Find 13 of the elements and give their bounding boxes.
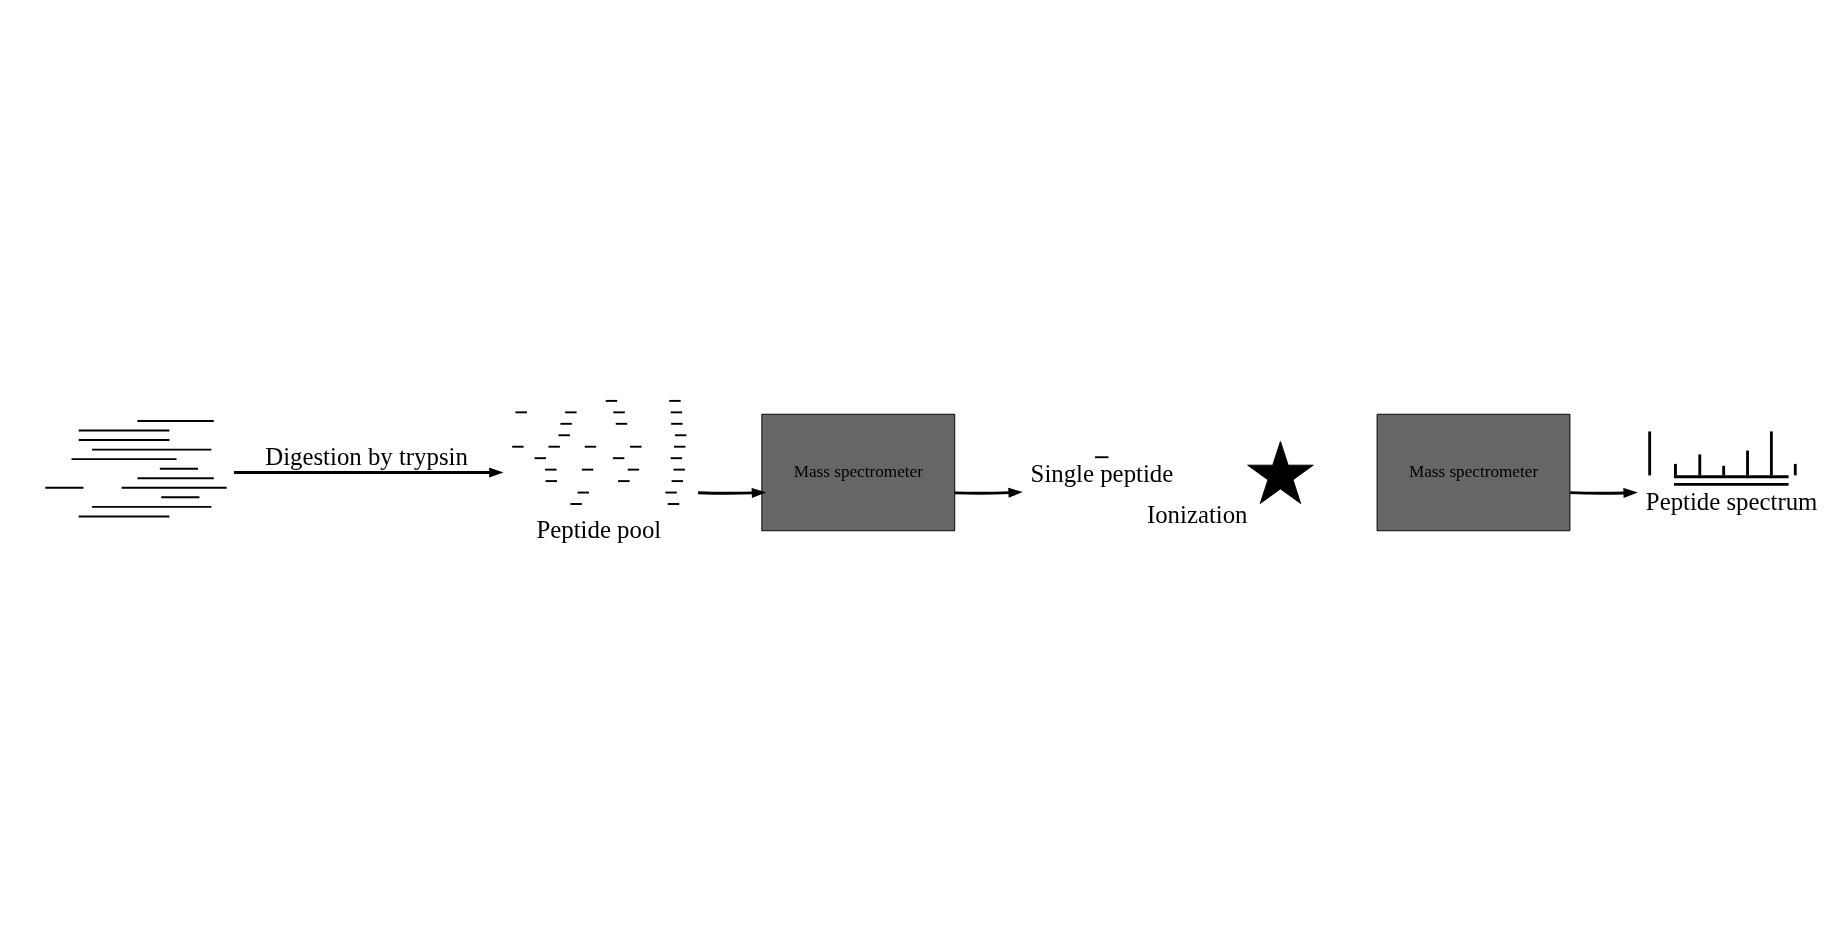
node-label: Peptide pool <box>536 515 662 543</box>
node-box: Mass spectrometer <box>761 413 956 531</box>
arrow <box>1570 487 1638 498</box>
node-label: Peptide spectrum <box>1645 487 1818 515</box>
node-label: Single peptide <box>1030 459 1174 487</box>
edge-label: Digestion by trypsin <box>265 442 468 470</box>
arrow <box>954 487 1023 498</box>
node-box: Mass spectrometer <box>1376 413 1571 531</box>
arrow <box>698 487 767 498</box>
node-bar <box>1095 455 1109 458</box>
node-label: Ionization <box>1146 500 1248 528</box>
picture <box>1247 440 1314 504</box>
arrow <box>233 466 504 478</box>
